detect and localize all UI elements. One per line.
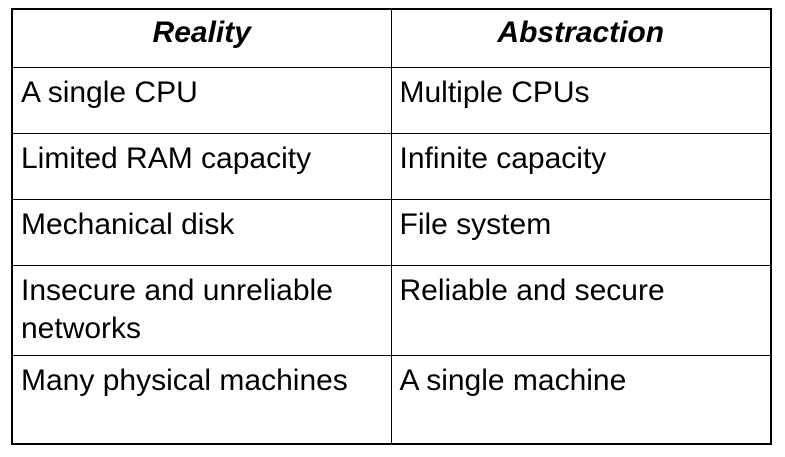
abstraction-cell: Reliable and secure [390, 264, 772, 356]
reality-cell: Many physical machines [11, 354, 392, 445]
header-row: Reality Abstraction [11, 8, 772, 68]
abstraction-cell: Infinite capacity [390, 132, 772, 200]
abstraction-cell: Multiple CPUs [390, 66, 772, 134]
reality-cell: Limited RAM capacity [11, 132, 392, 200]
header-abstraction: Abstraction [390, 8, 772, 68]
reality-abstraction-table: Reality Abstraction A single CPU Multipl… [11, 8, 772, 445]
table-row: A single CPU Multiple CPUs [11, 66, 772, 134]
abstraction-cell: File system [390, 198, 772, 266]
table-row: Insecure and unreliable networks Reliabl… [11, 264, 772, 356]
header-reality: Reality [11, 8, 392, 68]
table-row: Many physical machines A single machine [11, 354, 772, 445]
reality-cell: A single CPU [11, 66, 392, 134]
abstraction-cell: A single machine [390, 354, 772, 445]
reality-cell: Insecure and unreliable networks [11, 264, 392, 356]
table-row: Limited RAM capacity Infinite capacity [11, 132, 772, 200]
reality-cell: Mechanical disk [11, 198, 392, 266]
table-row: Mechanical disk File system [11, 198, 772, 266]
